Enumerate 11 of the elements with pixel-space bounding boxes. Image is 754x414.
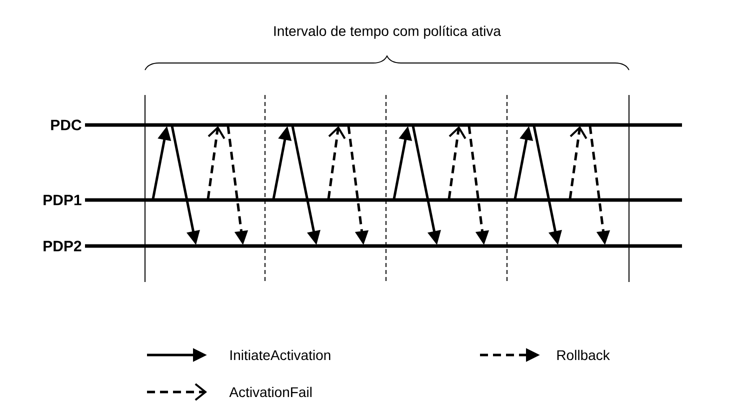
arrow — [206, 126, 226, 200]
legend-label: InitiateActivation — [230, 350, 330, 360]
legend-label: ActivationFail — [229, 386, 312, 398]
lifeline-label: PDP2 — [44, 240, 82, 252]
arrow — [327, 126, 346, 200]
lifeline-label: PDC — [51, 120, 82, 130]
arrow — [448, 126, 466, 200]
arrow — [568, 126, 588, 200]
lifeline-label: PDP1 — [44, 194, 82, 206]
legend-label: Rollback — [557, 350, 610, 360]
brace-label: Intervalo de tempo com política ativa — [274, 26, 501, 39]
